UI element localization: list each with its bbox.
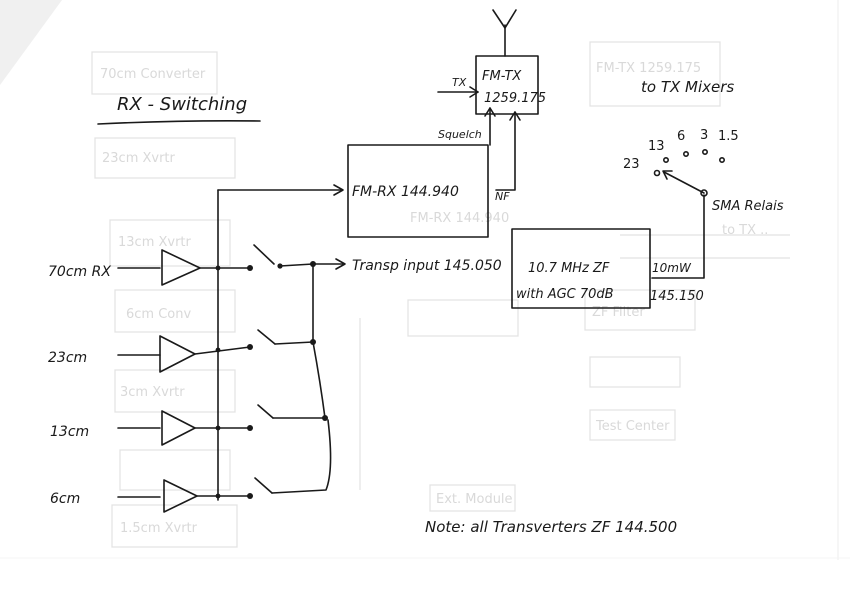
svg-text:6cm Conv: 6cm Conv xyxy=(126,307,191,322)
output-wire xyxy=(651,194,705,279)
to-tx-mixers-label: to TX Mixers xyxy=(641,78,734,96)
amp-6cm xyxy=(163,479,198,513)
relay-arm-arrow xyxy=(662,170,673,180)
tx-arrow xyxy=(469,86,479,98)
input-label-70cm: 70cm RX xyxy=(48,264,111,280)
tx-label: TX xyxy=(452,76,467,89)
input-label-6cm: 6cm xyxy=(50,491,80,507)
relay-position-labels: 23 13 6 3 1.5 xyxy=(623,128,739,172)
diagram-title: RX - Switching xyxy=(117,94,247,115)
if-amp-line2: with AGC 70dB xyxy=(516,287,614,302)
svg-text:13cm Xvrtr: 13cm Xvrtr xyxy=(118,235,192,250)
nf-label: NF xyxy=(495,190,510,203)
relay-arm xyxy=(663,171,705,194)
folded-corner xyxy=(0,0,62,85)
svg-text:3cm Xvrtr: 3cm Xvrtr xyxy=(120,385,185,400)
relay-pos-13: 13 xyxy=(648,139,665,154)
amp-13cm xyxy=(161,410,196,446)
relay-pos-6: 6 xyxy=(677,129,685,144)
switch-wiring xyxy=(271,258,346,494)
fm-tx-line2: 1259.175 xyxy=(484,91,546,106)
transp-input-label: Transp input 145.050 xyxy=(352,258,502,274)
output-level-label: 10mW xyxy=(652,261,692,275)
svg-text:FM-TX 1259.175: FM-TX 1259.175 xyxy=(596,61,701,76)
sma-relais-label: SMA Relais xyxy=(712,199,784,214)
squelch-arrow xyxy=(484,107,496,117)
amp-out-23cm xyxy=(194,346,251,355)
svg-text:1.5cm Xvrtr: 1.5cm Xvrtr xyxy=(120,521,198,536)
if-amp-block xyxy=(511,228,651,309)
svg-text:Test Center: Test Center xyxy=(595,419,670,434)
svg-text:FM-RX 144.940: FM-RX 144.940 xyxy=(410,211,509,226)
input-label-13cm: 13cm xyxy=(50,424,89,440)
nf-arrow xyxy=(509,111,521,121)
svg-text:70cm Converter: 70cm Converter xyxy=(100,67,206,82)
footnote: Note: all Transverters ZF 144.500 xyxy=(425,518,677,536)
input-label-23cm: 23cm xyxy=(48,350,87,366)
antenna-icon xyxy=(492,9,517,57)
if-amp-line1: 10.7 MHz ZF xyxy=(528,261,610,276)
amp-70cm xyxy=(161,249,201,286)
amplifier-triangles xyxy=(159,249,201,513)
svg-text:Ext. Module: Ext. Module xyxy=(436,492,513,507)
relay-contacts xyxy=(653,149,725,197)
title-underline xyxy=(97,120,261,125)
fm-tx-line1: FM-TX xyxy=(482,69,522,84)
relay-pos-23: 23 xyxy=(623,157,640,172)
amp-23cm xyxy=(159,335,196,373)
switch-blades xyxy=(253,244,276,494)
svg-text:to TX ..: to TX .. xyxy=(722,223,768,238)
fm-tx-block xyxy=(475,55,539,115)
relay-pos-3: 3 xyxy=(700,128,708,143)
relay-pos-1-5: 1.5 xyxy=(718,129,739,144)
output-freq-label: 145.150 xyxy=(650,289,704,304)
bus-junctions xyxy=(215,265,221,499)
bleed-through-layer xyxy=(91,41,790,548)
fm-rx-block xyxy=(347,144,489,238)
squelch-label: Squelch xyxy=(438,128,482,141)
nf-wire xyxy=(495,111,516,191)
svg-text:23cm Xvrtr: 23cm Xvrtr xyxy=(102,151,176,166)
bleed-through-text: 70cm Converter 23cm Xvrtr 13cm Xvrtr 6cm… xyxy=(100,61,768,536)
fm-rx-label: FM-RX 144.940 xyxy=(352,184,459,200)
arrow-to-fm-rx xyxy=(333,184,344,196)
